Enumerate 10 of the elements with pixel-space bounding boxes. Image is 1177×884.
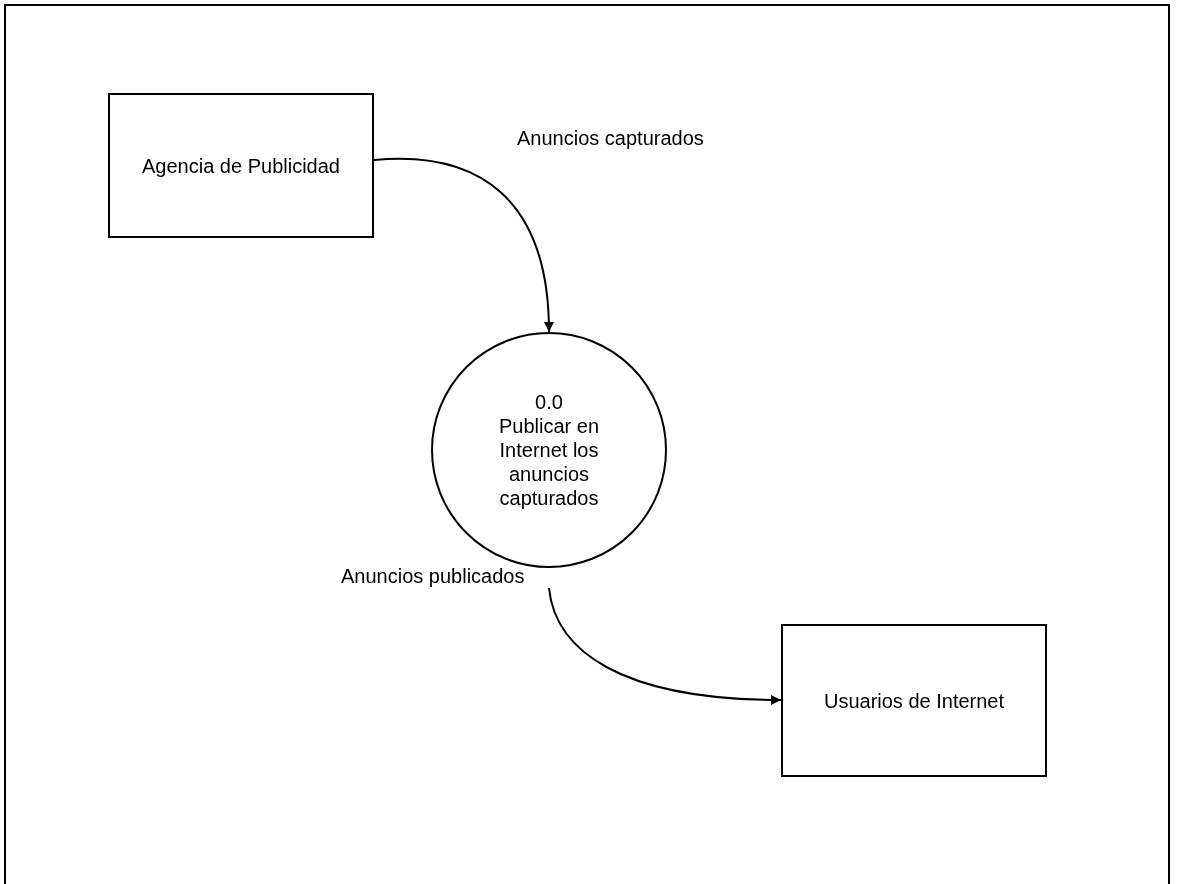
- entity-box: [108, 93, 374, 238]
- edge-label: Anuncios capturados: [517, 127, 704, 150]
- arrow: [548, 587, 782, 705]
- arrow: [373, 157, 554, 333]
- entity-box: [781, 624, 1047, 777]
- node-label: Publicar en Internet los anuncios capturados: [497, 414, 601, 510]
- process-number: 0.0: [535, 390, 563, 414]
- node-label: Agencia de Publicidad: [142, 153, 340, 178]
- node-label: Usuarios de Internet: [823, 688, 1005, 713]
- edge-label: Anuncios publicados: [341, 565, 525, 588]
